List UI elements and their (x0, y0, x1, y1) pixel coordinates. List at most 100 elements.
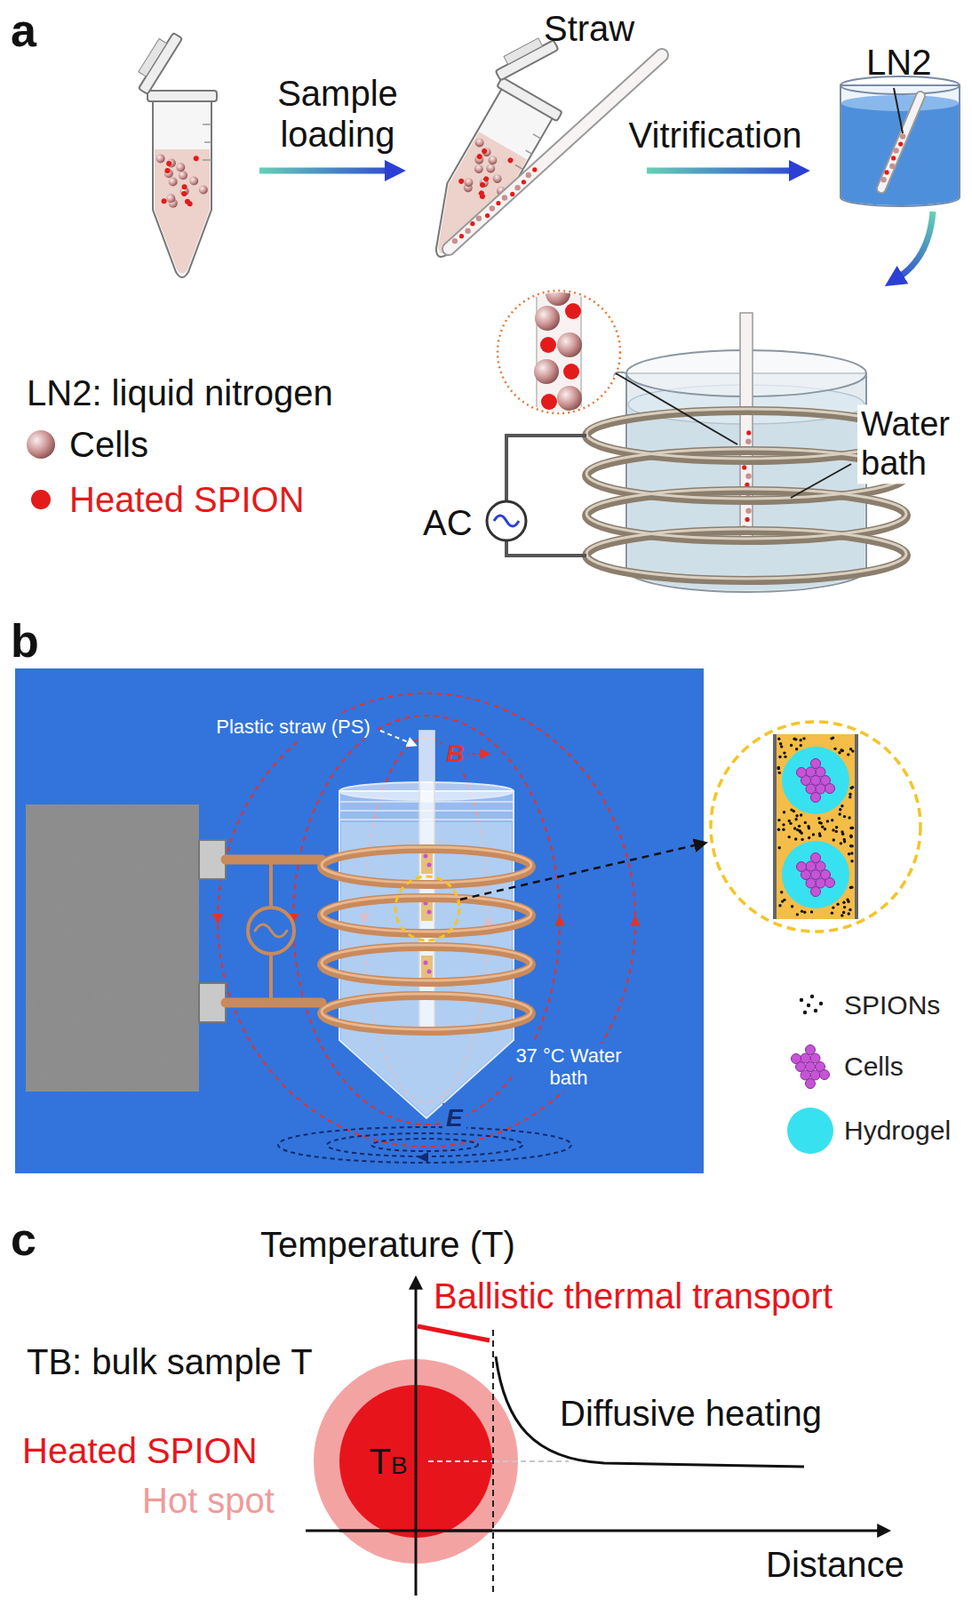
spion-dot (799, 812, 803, 816)
zoom-inset (499, 280, 619, 427)
spion-dot (794, 836, 797, 840)
cell-dot (514, 184, 520, 191)
microtube (503, 38, 543, 64)
bulk-level-line (493, 1459, 569, 1462)
power-supply (25, 804, 226, 1092)
spion-dot (800, 837, 804, 841)
spion-dot (164, 167, 170, 174)
sample-inset (774, 733, 857, 919)
particle-circle: TB (339, 1384, 493, 1538)
legend-swatch (31, 489, 51, 510)
spion-dot (898, 141, 903, 146)
cell-cluster (811, 792, 821, 803)
pointer-arrow (460, 844, 699, 900)
legend-label: Heated SPION (69, 478, 305, 520)
spion-dot (781, 822, 785, 826)
spion-dot (794, 817, 797, 821)
spion-dot (807, 836, 811, 839)
spion-dot (830, 910, 834, 914)
field-arrowhead (629, 915, 641, 926)
induction-coil (321, 895, 532, 932)
conical-tube (427, 969, 432, 974)
spion-dot (830, 818, 834, 821)
spion-dot (485, 213, 490, 218)
spion-dot (778, 771, 781, 774)
cell-dot (476, 215, 482, 222)
spion-dot (850, 859, 853, 862)
legend-swatch (799, 997, 804, 1002)
induction-coil (321, 846, 532, 1031)
legend-swatch (819, 1001, 823, 1005)
loading-straw (452, 167, 538, 244)
induction-coil (321, 946, 532, 982)
spion-dot (804, 820, 807, 824)
spion-dot (842, 900, 845, 904)
spion-dot (848, 908, 852, 911)
cell-dot (472, 162, 486, 176)
water-bath-beaker (740, 312, 753, 544)
spion-dot (802, 736, 805, 740)
cell-dot (452, 238, 458, 244)
cell-dot (464, 228, 471, 234)
legend-label: Cells (844, 1051, 904, 1083)
spion-dot (817, 816, 821, 820)
zoom-inset (557, 332, 582, 358)
power-supply (25, 804, 200, 1092)
cell-dot (892, 147, 899, 153)
sample-inset (777, 735, 855, 917)
cell-dot (166, 193, 176, 203)
zoom-inset (563, 363, 580, 380)
sample-inset (854, 733, 859, 919)
spion-dot (478, 181, 486, 189)
particle-shape (428, 1459, 493, 1462)
spion-dot (741, 464, 747, 470)
power-supply (25, 804, 200, 1092)
copper-lead (254, 924, 287, 937)
legend-swatch (26, 430, 56, 459)
spion-dot (841, 748, 845, 752)
process-arrow (259, 170, 933, 279)
legend-note: LN2: liquid nitrogen (26, 372, 334, 414)
part-label: Plastic straw (PS) (212, 714, 375, 739)
field-arrowhead (212, 913, 224, 925)
cell-cluster (811, 758, 821, 769)
spion-dot (777, 818, 781, 821)
copper-lead (225, 854, 322, 865)
microtube (130, 28, 217, 278)
spion-dot (820, 825, 824, 829)
spion-dot (829, 736, 833, 740)
spion-dot (795, 747, 798, 750)
cell-dot (880, 176, 886, 183)
spion-dot (848, 795, 852, 798)
sample-inset (796, 852, 836, 897)
axis-label: Temperature (T) (260, 1223, 516, 1265)
spion-dot (833, 747, 837, 750)
legend-swatch (805, 1078, 816, 1089)
spion-dot (182, 183, 188, 190)
legend-label: SPIONs (844, 989, 941, 1021)
conical-tube (341, 821, 512, 1116)
particle-shape (414, 1384, 418, 1538)
microtube (130, 28, 183, 95)
cell-dot (156, 153, 166, 163)
spion-dot (161, 198, 168, 204)
hot-spot (313, 1358, 518, 1563)
copper-lead (247, 907, 295, 954)
spion-dot (831, 828, 835, 831)
zoom-inset (565, 302, 582, 319)
zoom-inset (536, 284, 582, 427)
zoom-inset (540, 336, 557, 353)
cell-dot (900, 133, 906, 139)
spion-dot (777, 737, 781, 741)
spion-dot (836, 902, 839, 906)
electric-field-lines (278, 1126, 572, 1163)
legend-label: Cells (69, 423, 149, 465)
spion-dot (789, 743, 793, 747)
copper-lead (225, 997, 322, 1008)
cell-dot (501, 194, 508, 200)
legend-swatch (813, 1008, 818, 1012)
spion-dot (181, 191, 187, 197)
zoom-inset (557, 385, 582, 411)
cell-dot (525, 172, 532, 178)
copper-lead (225, 859, 322, 1003)
